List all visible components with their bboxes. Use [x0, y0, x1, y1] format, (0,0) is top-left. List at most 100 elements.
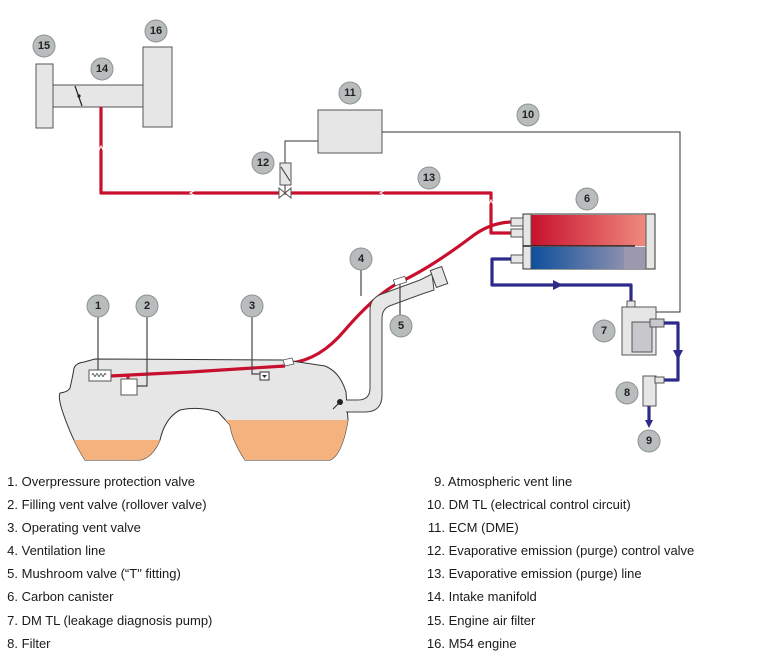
tank-vent-fitting	[282, 357, 295, 367]
svg-text:14: 14	[96, 63, 109, 75]
svg-text:8: 8	[624, 387, 630, 399]
legend-label: Filling vent valve (rollover valve)	[21, 497, 207, 513]
flow-arrow-icon	[645, 420, 653, 428]
legend-item: 2. Filling vent valve (rollover valve)	[6, 495, 212, 518]
svg-text:4: 4	[358, 253, 365, 265]
legend-item: 3. Operating vent valve	[6, 518, 212, 541]
legend-label: Evaporative emission (purge) line	[448, 566, 642, 582]
svg-text:2: 2	[144, 300, 150, 312]
callout-8: 8	[615, 381, 639, 405]
flow-arrow-icon	[487, 198, 495, 207]
legend-number: 9.	[434, 474, 445, 489]
flow-arrow-icon	[188, 189, 197, 197]
callout-14: 14	[90, 57, 114, 81]
legend-label: Engine air filter	[448, 612, 536, 628]
legend-number: 5.	[7, 566, 18, 582]
legend-item: 14. Intake manifold	[425, 587, 694, 610]
legend-number: 3.	[7, 520, 18, 536]
callout-9: 9	[637, 429, 661, 453]
svg-text:12: 12	[257, 157, 269, 169]
svg-text:13: 13	[423, 172, 435, 184]
legend-item: 12. Evaporative emission (purge) control…	[425, 541, 694, 564]
flow-arrow-icon	[97, 144, 105, 153]
legend-number: 16.	[426, 635, 445, 651]
legend-label: Atmospheric vent line	[447, 474, 573, 489]
legend-label: DM TL (electrical control circuit)	[448, 497, 631, 513]
legend-number: 14.	[426, 589, 445, 605]
legend-number: 11.	[427, 520, 445, 536]
flow-arrow-icon	[553, 280, 563, 290]
svg-text:11: 11	[344, 87, 356, 99]
legend-item: 9. Atmospheric vent line	[425, 472, 694, 495]
legend-number: 7.	[7, 612, 18, 628]
callout-15: 15	[32, 34, 56, 58]
legend-number: 6.	[7, 589, 18, 605]
legend-label: Mushroom valve (“T" fitting)	[21, 566, 181, 582]
leader-2	[137, 317, 148, 387]
legend-item: 7. DM TL (leakage diagnosis pump)	[6, 611, 212, 634]
callout-6: 6	[575, 187, 599, 211]
canister-to-pump-line	[490, 257, 633, 302]
svg-text:15: 15	[38, 40, 50, 52]
callout-2: 2	[135, 294, 159, 318]
legend-label: Filter	[21, 635, 51, 651]
flow-arrow-icon	[673, 350, 683, 360]
callout-3: 3	[240, 294, 264, 318]
leader-3	[251, 317, 260, 375]
operating-vent-valve	[259, 371, 270, 381]
callout-5: 5	[389, 314, 413, 338]
callout-11: 11	[338, 81, 362, 105]
svg-text:6: 6	[584, 193, 590, 205]
legend-number: 2.	[7, 497, 18, 513]
callout-7: 7	[592, 319, 616, 343]
evap-system-diagram: 1 2 3 4 5 6 7 8 9 10 11 12 13 14 15 16	[32, 19, 683, 461]
legend-label: DM TL (leakage diagnosis pump)	[21, 612, 213, 628]
legend-label: Ventilation line	[21, 543, 106, 559]
legend-number: 12.	[426, 543, 445, 559]
ecm-dme	[317, 109, 383, 154]
legend-label: Intake manifold	[448, 589, 537, 605]
intake-manifold	[52, 84, 144, 108]
legend-item: 5. Mushroom valve (“T" fitting)	[6, 564, 212, 587]
filter	[642, 375, 665, 407]
legend-number: 8.	[7, 635, 18, 651]
filler-neck	[332, 265, 449, 413]
callout-10: 10	[516, 103, 540, 127]
legend-number: 1.	[7, 474, 18, 489]
purge-control-valve	[278, 162, 292, 200]
svg-text:1: 1	[95, 300, 101, 312]
legend-right: 9. Atmospheric vent line 10. DM TL (elec…	[425, 472, 694, 657]
legend-item: 15. Engine air filter	[425, 611, 694, 634]
flow-arrow-icon	[378, 189, 387, 197]
callout-4: 4	[349, 247, 373, 271]
svg-text:9: 9	[646, 435, 652, 447]
legend-label: ECM (DME)	[448, 520, 519, 536]
legend-item: 16. M54 engine	[425, 634, 694, 657]
svg-text:16: 16	[150, 25, 162, 37]
legend-number: 10.	[426, 497, 445, 513]
legend-label: M54 engine	[448, 635, 517, 651]
engine-air-filter	[35, 63, 54, 129]
fuel-level	[59, 420, 348, 460]
legend-item: 11. ECM (DME)	[425, 518, 694, 541]
spring-icon	[91, 373, 107, 377]
legend-label: Overpressure protection valve	[21, 474, 196, 489]
legend-number: 4.	[7, 543, 18, 559]
legend-item: 8. Filter	[6, 634, 212, 657]
purge-line	[99, 107, 513, 235]
legend-item: 1. Overpressure protection valve	[6, 472, 212, 495]
ecm-to-purge-valve-wire	[284, 140, 318, 163]
legend-label: Operating vent valve	[21, 520, 141, 536]
legend-item: 13. Evaporative emission (purge) line	[425, 564, 694, 587]
svg-text:7: 7	[601, 325, 607, 337]
callout-16: 16	[144, 19, 168, 43]
legend-left: 1. Overpressure protection valve 2. Fill…	[6, 472, 212, 657]
filling-vent-valve	[120, 378, 138, 396]
carbon-canister	[510, 213, 656, 270]
dm-tl-control-circuit-wire	[382, 131, 681, 313]
overpressure-protection-valve	[88, 369, 112, 382]
legend-number: 15.	[426, 612, 445, 628]
svg-text:10: 10	[522, 109, 534, 121]
svg-text:3: 3	[249, 300, 255, 312]
legend-label: Evaporative emission (purge) control val…	[448, 543, 695, 559]
